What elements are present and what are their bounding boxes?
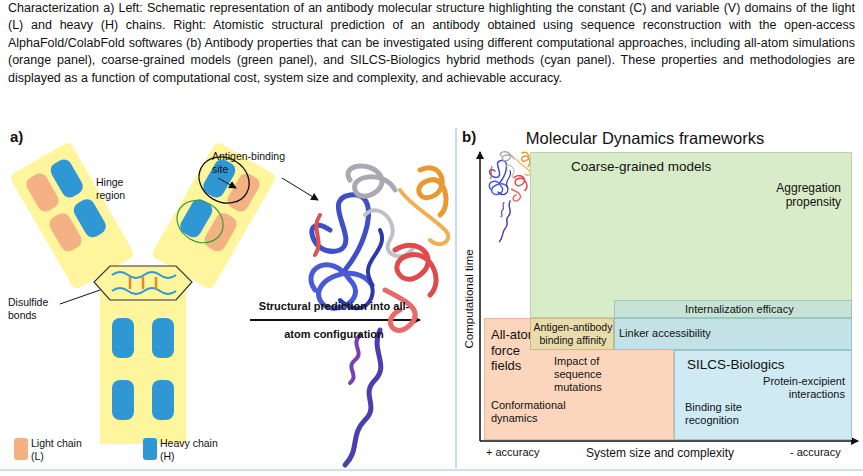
region-heading: SILCS-Biologics <box>687 357 785 373</box>
axes <box>480 152 858 441</box>
region-heading: Coarse-grained models <box>571 159 711 175</box>
antibody-icon <box>489 152 530 242</box>
property-text: Aggregation propensity <box>749 181 841 210</box>
antibody-schematic <box>112 318 134 358</box>
region-box: Internalization efficacy <box>614 300 852 318</box>
antibody-schematic <box>169 192 231 251</box>
prediction-arrow <box>250 319 420 321</box>
region-heading: Internalization efficacy <box>685 303 794 316</box>
panel-label: a) <box>10 128 23 146</box>
property-text: Conformational dynamics <box>491 399 581 425</box>
antibody-schematic <box>155 277 158 289</box>
antibody-schematic <box>129 277 132 289</box>
panel-label: - accuracy <box>790 446 841 459</box>
legend-text: Heavy chain (H) <box>160 437 224 462</box>
antibody-schematic <box>9 141 318 444</box>
region-box: Antigen-antibody binding affinity <box>530 318 614 350</box>
panel-label: Antigen-binding site <box>212 150 286 175</box>
antibody-schematic <box>152 318 174 358</box>
panel-label: Structural prediction into all-atom conf… <box>250 292 418 348</box>
antibody-schematic <box>94 266 192 300</box>
property-text: Binding site recognition <box>685 401 769 427</box>
antibody-schematic <box>142 277 145 289</box>
panel-label: System size and complexity <box>570 446 750 460</box>
region-box: SILCS-BiologicsProtein-excipient interac… <box>674 350 852 440</box>
axes <box>480 440 858 442</box>
antibody-schematic <box>100 282 186 444</box>
region-heading: Antigen-antibody binding affinity <box>533 321 613 346</box>
property-text: Protein-excipient interactions <box>745 375 845 401</box>
region-heading: Linker accessibility <box>619 327 711 340</box>
antibody-schematic <box>282 178 318 200</box>
antibody-schematic <box>60 290 100 304</box>
legend-swatch <box>14 438 28 460</box>
panel-separator <box>0 128 863 470</box>
panel-label: + accuracy <box>486 446 540 459</box>
figure-caption: Characterization a) Left: Schematic repr… <box>8 0 855 87</box>
antibody-icon <box>489 152 530 242</box>
antibody-schematic <box>218 178 236 188</box>
panel-separator <box>455 128 456 468</box>
antibody-structure <box>311 166 448 465</box>
panel-label: b) <box>462 128 476 146</box>
legend-swatch <box>143 438 157 460</box>
antibody-schematic <box>152 380 174 420</box>
antibody-schematic <box>71 196 109 240</box>
panel-label: Disulfide bonds <box>8 296 68 321</box>
region-box: Linker accessibility <box>614 318 852 350</box>
property-text: Impact of sequence mutations <box>554 355 626 395</box>
antibody-structure <box>311 166 448 465</box>
panel-label: Computational time <box>463 224 477 374</box>
legend-text: Light chain (L) <box>31 437 95 462</box>
panel-label: Molecular Dynamics frameworks <box>500 129 790 149</box>
axes <box>479 152 481 441</box>
panel-separator <box>0 469 863 470</box>
antibody-schematic <box>48 156 86 200</box>
antibody-schematic <box>112 380 134 420</box>
region-box: Coarse-grained modelsAggregation propens… <box>530 152 852 318</box>
panel-label: Hinge region <box>96 176 144 201</box>
prediction-arrow <box>250 320 420 321</box>
